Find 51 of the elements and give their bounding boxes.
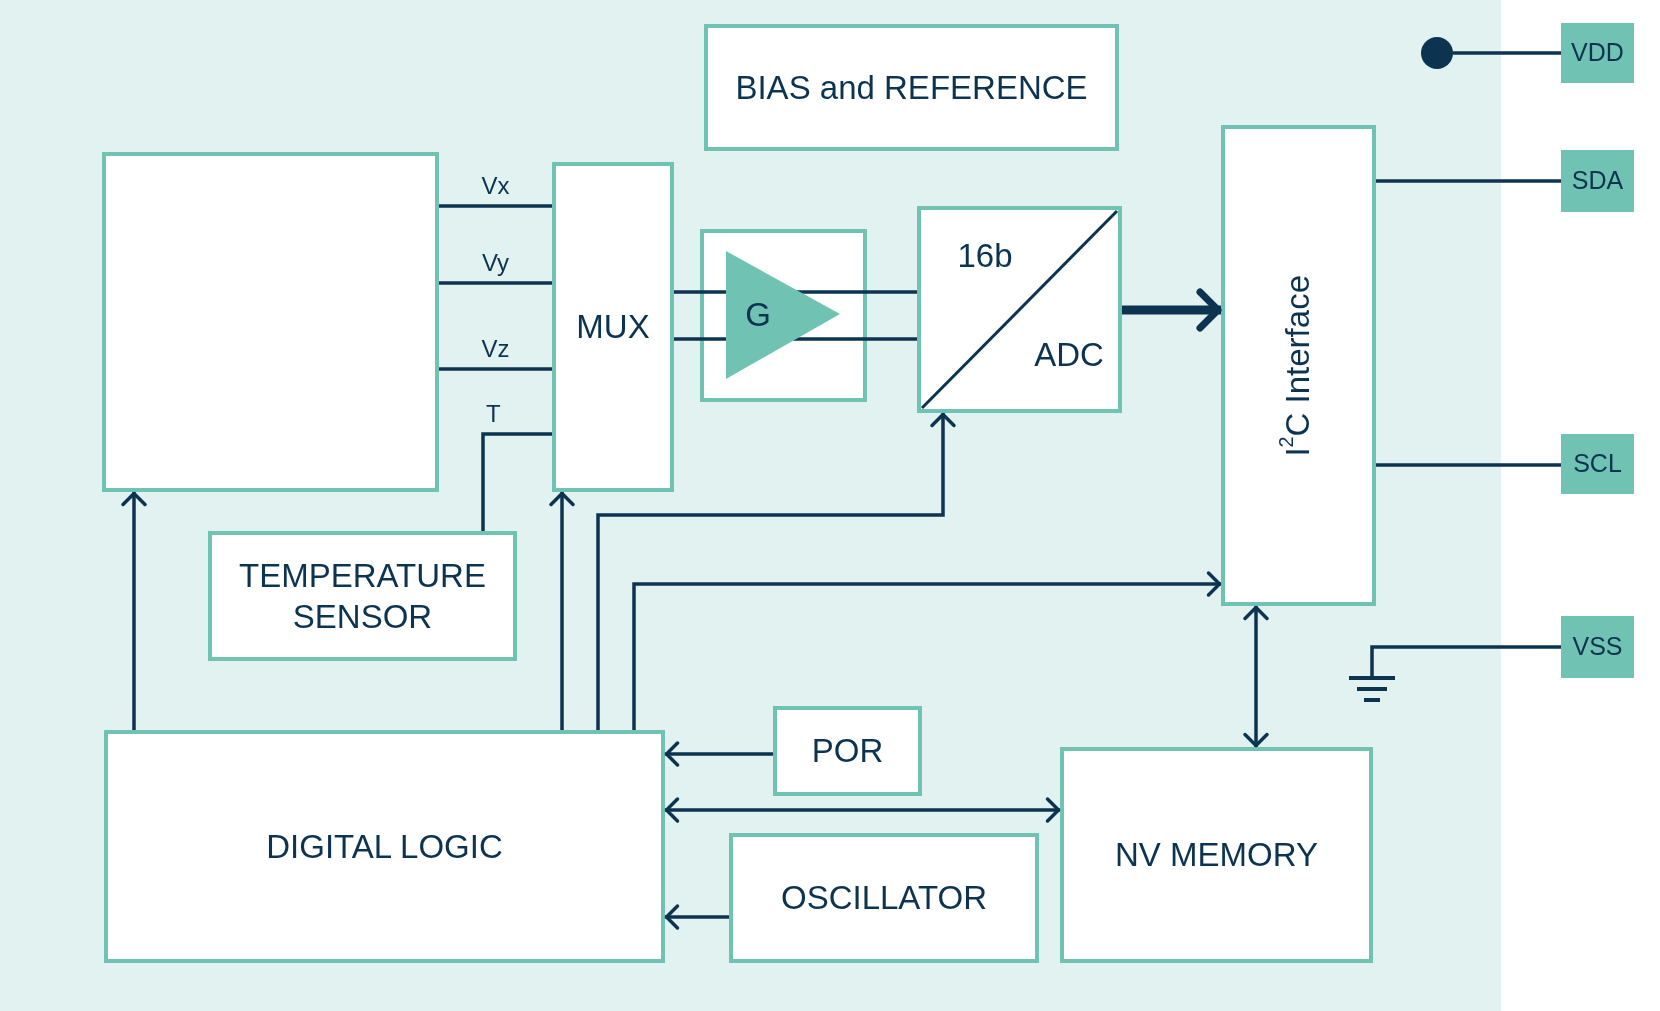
- pin-tab: [1561, 434, 1634, 494]
- pin-tab: [1561, 23, 1634, 83]
- connector-line: [867, 290, 917, 294]
- pin-label: SCL: [1573, 450, 1622, 478]
- interface-block: [1221, 125, 1376, 606]
- function-block: [208, 531, 517, 661]
- pin-tab: [1561, 616, 1634, 678]
- function-block: [773, 706, 922, 796]
- block-label: MUX: [576, 307, 650, 348]
- pin-label: VDD: [1571, 39, 1624, 67]
- block-label: DIGITAL LOGIC: [266, 826, 503, 867]
- arrow: [664, 741, 773, 767]
- ground-symbol: [1349, 676, 1395, 703]
- amplifier-block: [700, 229, 867, 402]
- arrow: [664, 797, 1061, 823]
- function-block: [704, 24, 1119, 151]
- bus-arrow: [1122, 288, 1222, 332]
- connector-line: [439, 204, 552, 208]
- block-label: OSCILLATOR: [781, 878, 987, 919]
- function-block: [104, 730, 665, 963]
- pin-tab: [1561, 150, 1634, 212]
- connector-line: [1376, 463, 1561, 467]
- arrow: [596, 412, 956, 730]
- block-label: POR: [811, 731, 884, 772]
- block-label: BIAS and REFERENCE: [735, 67, 1088, 108]
- arrow: [121, 491, 147, 730]
- block-label: 16b: [957, 238, 1013, 272]
- arrow: [1243, 605, 1269, 748]
- connector-line: [439, 281, 552, 285]
- connector-line: [674, 290, 700, 294]
- signal-label: Vy: [481, 251, 510, 275]
- gain-label: G: [745, 297, 771, 331]
- pin-label: VSS: [1572, 633, 1623, 661]
- arrow: [632, 571, 1222, 730]
- block-label: ADC: [1034, 337, 1104, 371]
- function-block: [552, 162, 674, 492]
- function-block: [1060, 747, 1373, 963]
- function-block: [729, 833, 1039, 963]
- connector-line: [1376, 179, 1561, 183]
- block-label: NV MEMORY: [1115, 835, 1318, 876]
- connector-line: [481, 432, 552, 531]
- connector-line: [867, 337, 917, 341]
- block-label: TEMPERATURE SENSOR: [238, 555, 487, 637]
- connector-line: [674, 337, 700, 341]
- empty-block: [102, 152, 439, 492]
- connector-line: [439, 367, 552, 371]
- arrow: [549, 491, 575, 730]
- connector-line: [1370, 645, 1561, 676]
- pin-label: SDA: [1571, 167, 1624, 195]
- connector-line: [1453, 51, 1561, 55]
- arrow: [664, 904, 729, 930]
